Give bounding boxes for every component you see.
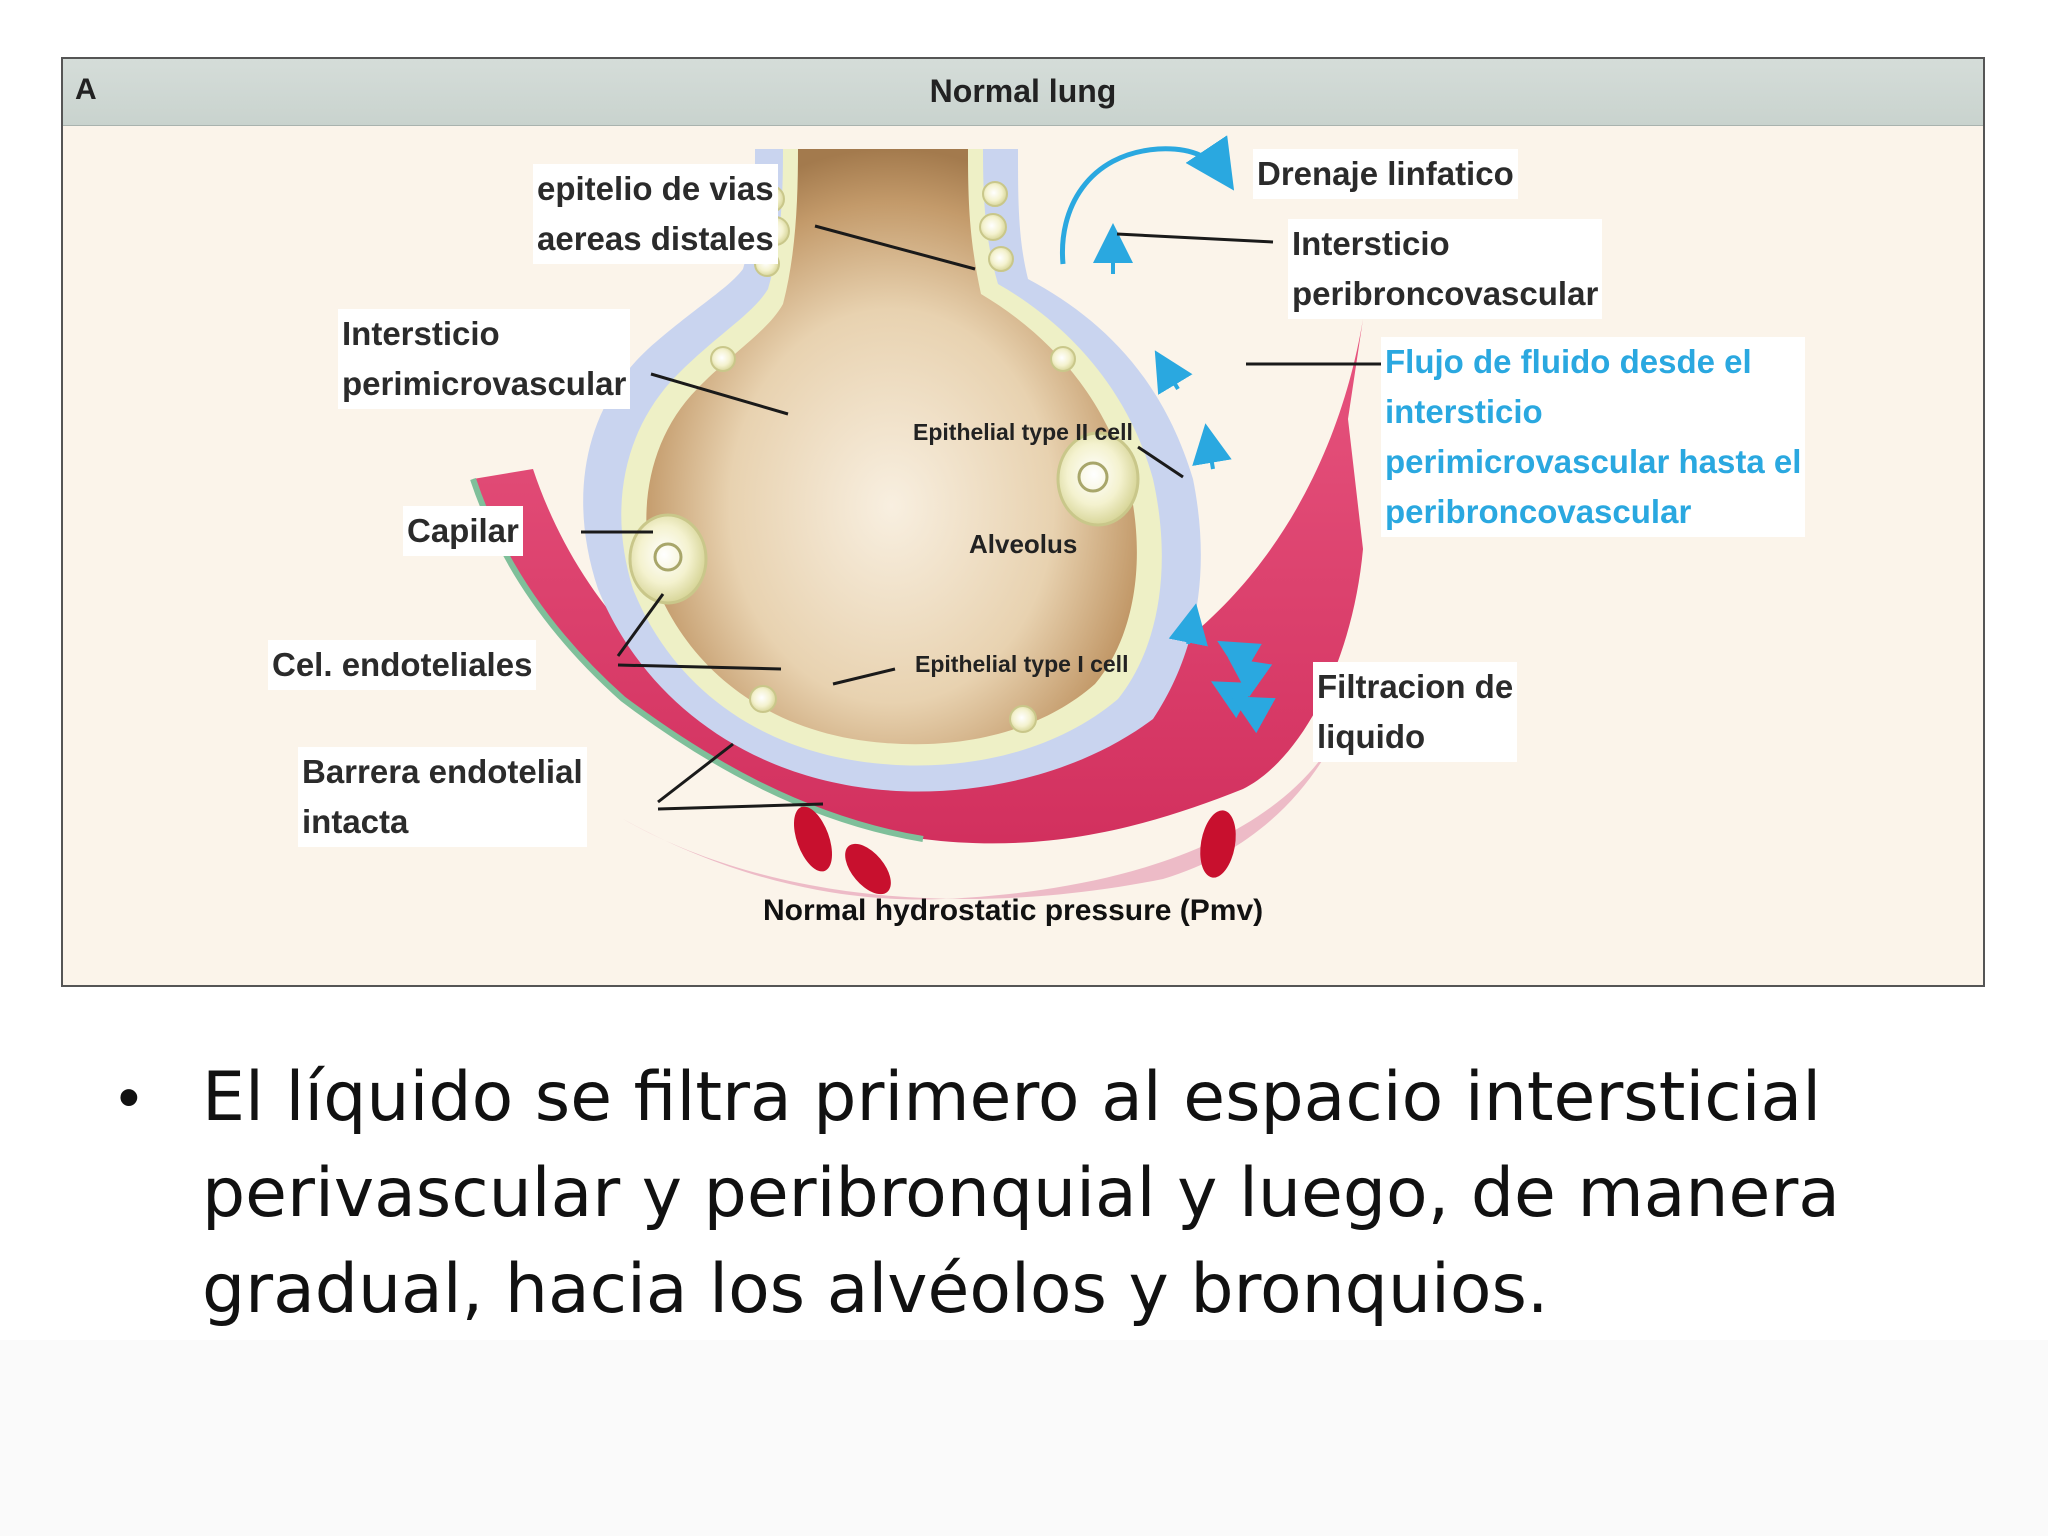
bullet-symbol: • [118, 1063, 140, 1132]
label-epitelio: epitelio de vias aereas distales [533, 164, 778, 264]
lymph-drainage-arrow [1059, 135, 1235, 265]
interstitial-flow-arrows [1093, 223, 1232, 647]
panel-letter: A [75, 73, 97, 106]
fluid-filtration-arrows [1211, 640, 1276, 734]
label-filtracion-de-liquido: Filtracion de liquido [1313, 662, 1518, 762]
epithelial-type-ii-cell-left [628, 513, 708, 605]
label-barrera-endotelial: Barrera endotelial intacta [298, 747, 587, 847]
leader-lines [581, 224, 1383, 811]
epithelial-type-ii-cell-right [1056, 431, 1140, 527]
label-intersticio-perimicrovascular: Intersticio perimicrovascular [338, 309, 631, 409]
label-alveolus: Alveolus [969, 529, 1078, 559]
label-epithelial-type-ii-cell: Epithelial type II cell [913, 419, 1133, 445]
alveolus-illustration [470, 135, 1383, 900]
label-intersticio-peribroncovascular: Intersticio peribroncovascular [1288, 219, 1603, 319]
label-flujo-de-fluido: Flujo de fluido desde el intersticio per… [1381, 337, 1806, 537]
figure-header: A Normal lung [63, 59, 1983, 126]
slide-bottom-tint [0, 1340, 2048, 1536]
label-capilar: Capilar [403, 506, 523, 556]
label-epithelial-type-i-cell: Epithelial type I cell [915, 651, 1129, 677]
bullet-text: El líquido se filtra primero al espacio … [202, 1058, 1840, 1329]
alveolus-lumen [646, 149, 1137, 745]
red-blood-cells [793, 806, 1236, 895]
label-normal-hydrostatic-pressure: Normal hydrostatic pressure (Pmv) [763, 894, 1264, 927]
label-drenaje-linfatico: Drenaje linfatico [1253, 149, 1518, 199]
label-cel-endoteliales: Cel. endoteliales [268, 640, 537, 690]
lung-diagram-figure: A Normal lung epitelio de vias aereas di… [61, 57, 1985, 987]
figure-title: Normal lung [929, 73, 1117, 109]
